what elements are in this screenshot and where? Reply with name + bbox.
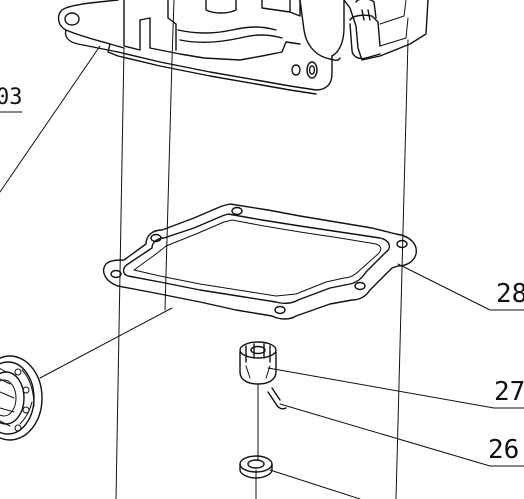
- castle-nut-part: [239, 341, 277, 385]
- assembly-axis-lines: [115, 0, 409, 499]
- housing-part: [57, 0, 429, 95]
- gasket-part: [102, 203, 417, 320]
- bearing-part: [0, 355, 43, 441]
- washer-part: [239, 455, 273, 479]
- leader-lines: [0, 45, 524, 499]
- callout-26: 26: [488, 435, 519, 465]
- cotter-pin-part: [267, 387, 287, 410]
- callout-27: 27: [494, 377, 524, 407]
- callout-28: 28: [496, 279, 524, 309]
- callout-labels: 03 28 27 26: [0, 85, 524, 465]
- callout-03: 03: [0, 85, 23, 110]
